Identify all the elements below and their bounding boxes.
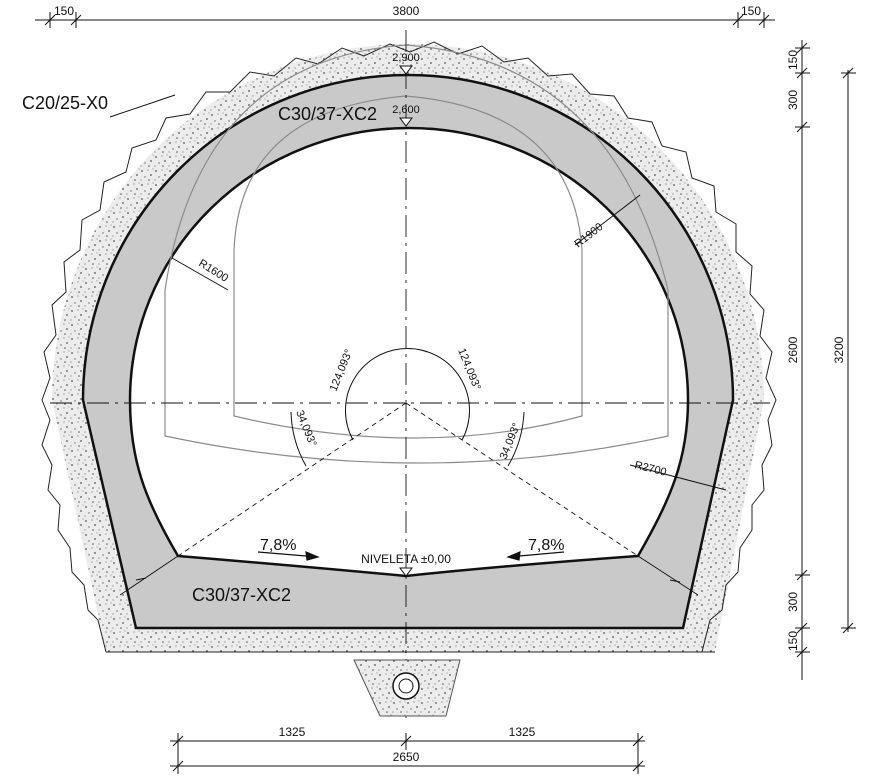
label-slope-right: 7,8% [528, 537, 564, 554]
inner-lining [81, 73, 735, 630]
label-niveleta: NIVELETA ±0,00 [361, 552, 451, 566]
angle-arcs [290, 347, 525, 467]
clearance-outline [164, 44, 669, 464]
right-dimensions [795, 40, 856, 680]
slope-arrows [257, 551, 565, 561]
drainage-pipe [353, 659, 461, 717]
label-outer-concrete: C20/25-X0 [22, 93, 108, 113]
outer-jagged-edge [41, 41, 777, 653]
dim-bottom-left: 1325 [279, 725, 306, 739]
dim-top-left: 150 [54, 4, 74, 18]
dim-right-300-bottom: 300 [786, 592, 800, 612]
label-slope-left: 7,8% [260, 537, 296, 554]
label-elev-inner: 2,600 [392, 104, 420, 116]
bottom-dimensions [170, 733, 645, 774]
dim-right-2600: 2600 [786, 336, 800, 363]
dim-right-300-top: 300 [786, 90, 800, 110]
dim-right-150-top: 150 [786, 50, 800, 70]
top-dimension [35, 12, 775, 28]
dim-top-total: 3800 [393, 4, 420, 18]
dim-top-right: 150 [741, 4, 761, 18]
radius-leaders [109, 94, 727, 491]
construction-lines [177, 402, 639, 557]
label-lining-top: C30/37-XC2 [278, 104, 377, 124]
elevation-markers [399, 65, 413, 577]
dim-bottom-right: 1325 [509, 725, 536, 739]
dim-right-total: 3200 [832, 336, 846, 363]
joint-lines [119, 555, 699, 596]
label-lining-bottom: C30/37-XC2 [192, 585, 291, 605]
dim-bottom-total: 2650 [393, 750, 420, 764]
dim-right-150-bottom: 150 [786, 631, 800, 651]
label-elev-top: 2,900 [392, 52, 420, 64]
center-lines [50, 30, 770, 720]
